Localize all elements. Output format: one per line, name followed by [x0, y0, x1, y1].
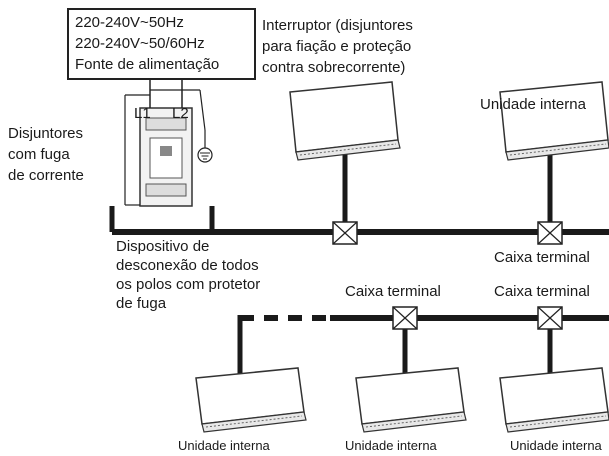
indoor-unit-top-1	[289, 81, 401, 161]
unidade-interna-label-bottom-2: Unidade interna	[345, 438, 437, 453]
interruptor-label-3: contra sobrecorrente)	[262, 59, 406, 76]
power-supply-line-1: 220-240V~50Hz	[75, 14, 184, 31]
unidade-interna-label-top: Unidade interna	[480, 96, 586, 113]
indoor-unit-top-2	[499, 81, 609, 161]
terminal-box-top-2	[537, 221, 563, 245]
terminal-box-bottom-1	[392, 306, 418, 330]
interruptor-label-1: Interruptor (disjuntores	[262, 17, 413, 34]
caixa-terminal-label-bottom-1: Caixa terminal	[345, 283, 441, 300]
disconnect-label-3: os polos com protetor	[116, 276, 261, 293]
power-supply-line-2: 220-240V~50/60Hz	[75, 35, 205, 52]
power-supply-box: 220-240V~50Hz 220-240V~50/60Hz Fonte de …	[67, 8, 256, 80]
leakage-breaker-label-3: de corrente	[8, 167, 84, 184]
interruptor-label-2: para fiação e proteção	[262, 38, 412, 55]
disconnect-label-1: Dispositivo de	[116, 238, 210, 255]
breaker-label-l1: L1	[134, 105, 151, 122]
terminal-box-bottom-2	[537, 306, 563, 330]
leakage-breaker-label-1: Disjuntores	[8, 125, 84, 142]
leakage-breaker-label-2: com fuga	[8, 146, 70, 163]
indoor-unit-bottom-3	[499, 367, 609, 433]
indoor-unit-bottom-2	[355, 367, 467, 433]
ground-icon	[197, 130, 213, 163]
disconnect-label-4: de fuga	[116, 295, 167, 312]
unidade-interna-label-bottom-3: Unidade interna	[510, 438, 602, 453]
leakage-breaker-device	[139, 80, 206, 207]
caixa-terminal-label-bottom-2: Caixa terminal	[494, 283, 590, 300]
caixa-terminal-label-top: Caixa terminal	[494, 249, 590, 266]
breaker-label-l2: L2	[172, 105, 189, 122]
terminal-box-top-1	[332, 221, 358, 245]
indoor-unit-bottom-1	[195, 367, 307, 433]
unidade-interna-label-bottom-1: Unidade interna	[178, 438, 270, 453]
disconnect-label-2: desconexão de todos	[116, 257, 259, 274]
power-supply-line-3: Fonte de alimentação	[75, 56, 220, 73]
